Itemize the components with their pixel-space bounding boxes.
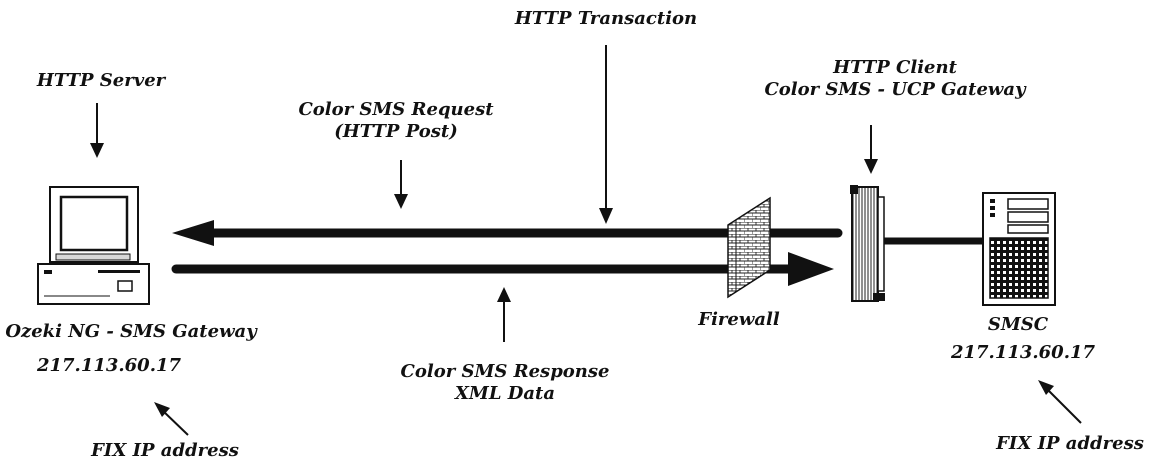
- response-line2: XML Data: [454, 383, 556, 404]
- response-line1: Color SMS Response: [400, 361, 610, 382]
- left-fix-ip-pointer-arrow: [154, 402, 189, 436]
- http-transaction-pointer-arrow: [599, 45, 613, 224]
- left-fix-ip-label: FIX IP address: [91, 440, 239, 461]
- right-fix-ip-pointer-arrow: [1038, 380, 1082, 424]
- request-label: Color SMS Request (HTTP Post): [298, 99, 493, 143]
- monitor-screen: [59, 195, 129, 252]
- left-gateway-name: Ozeki NG - SMS Gateway: [5, 321, 257, 342]
- smsc-label: SMSC: [987, 314, 1049, 335]
- request-line1: Color SMS Request: [298, 99, 494, 120]
- ucp-gateway-device-icon: [850, 185, 885, 302]
- smsc-server-icon: [982, 192, 1056, 306]
- http-transaction-label: HTTP Transaction: [514, 8, 698, 29]
- response-label: Color SMS Response XML Data: [401, 361, 610, 405]
- response-pointer-arrow: [497, 287, 511, 342]
- left-ip-address: 217.113.60.17: [36, 355, 182, 376]
- smsc-ip-address: 217.113.60.17: [950, 342, 1096, 363]
- firewall-icon: [727, 196, 771, 299]
- http-client-line2: Color SMS - UCP Gateway: [764, 79, 1026, 100]
- http-client-line1: HTTP Client: [833, 57, 957, 78]
- http-server-pointer-arrow: [90, 103, 104, 158]
- http-client-pointer-arrow: [864, 125, 878, 174]
- right-fix-ip-label: FIX IP address: [996, 433, 1144, 454]
- response-arrow: [171, 252, 834, 286]
- firewall-label: Firewall: [698, 309, 780, 330]
- request-pointer-arrow: [394, 160, 408, 209]
- request-line2: (HTTP Post): [334, 121, 458, 142]
- http-server-label: HTTP Server: [36, 70, 166, 91]
- http-client-label: HTTP Client Color SMS - UCP Gateway: [764, 57, 1025, 101]
- computer-icon: [37, 186, 150, 305]
